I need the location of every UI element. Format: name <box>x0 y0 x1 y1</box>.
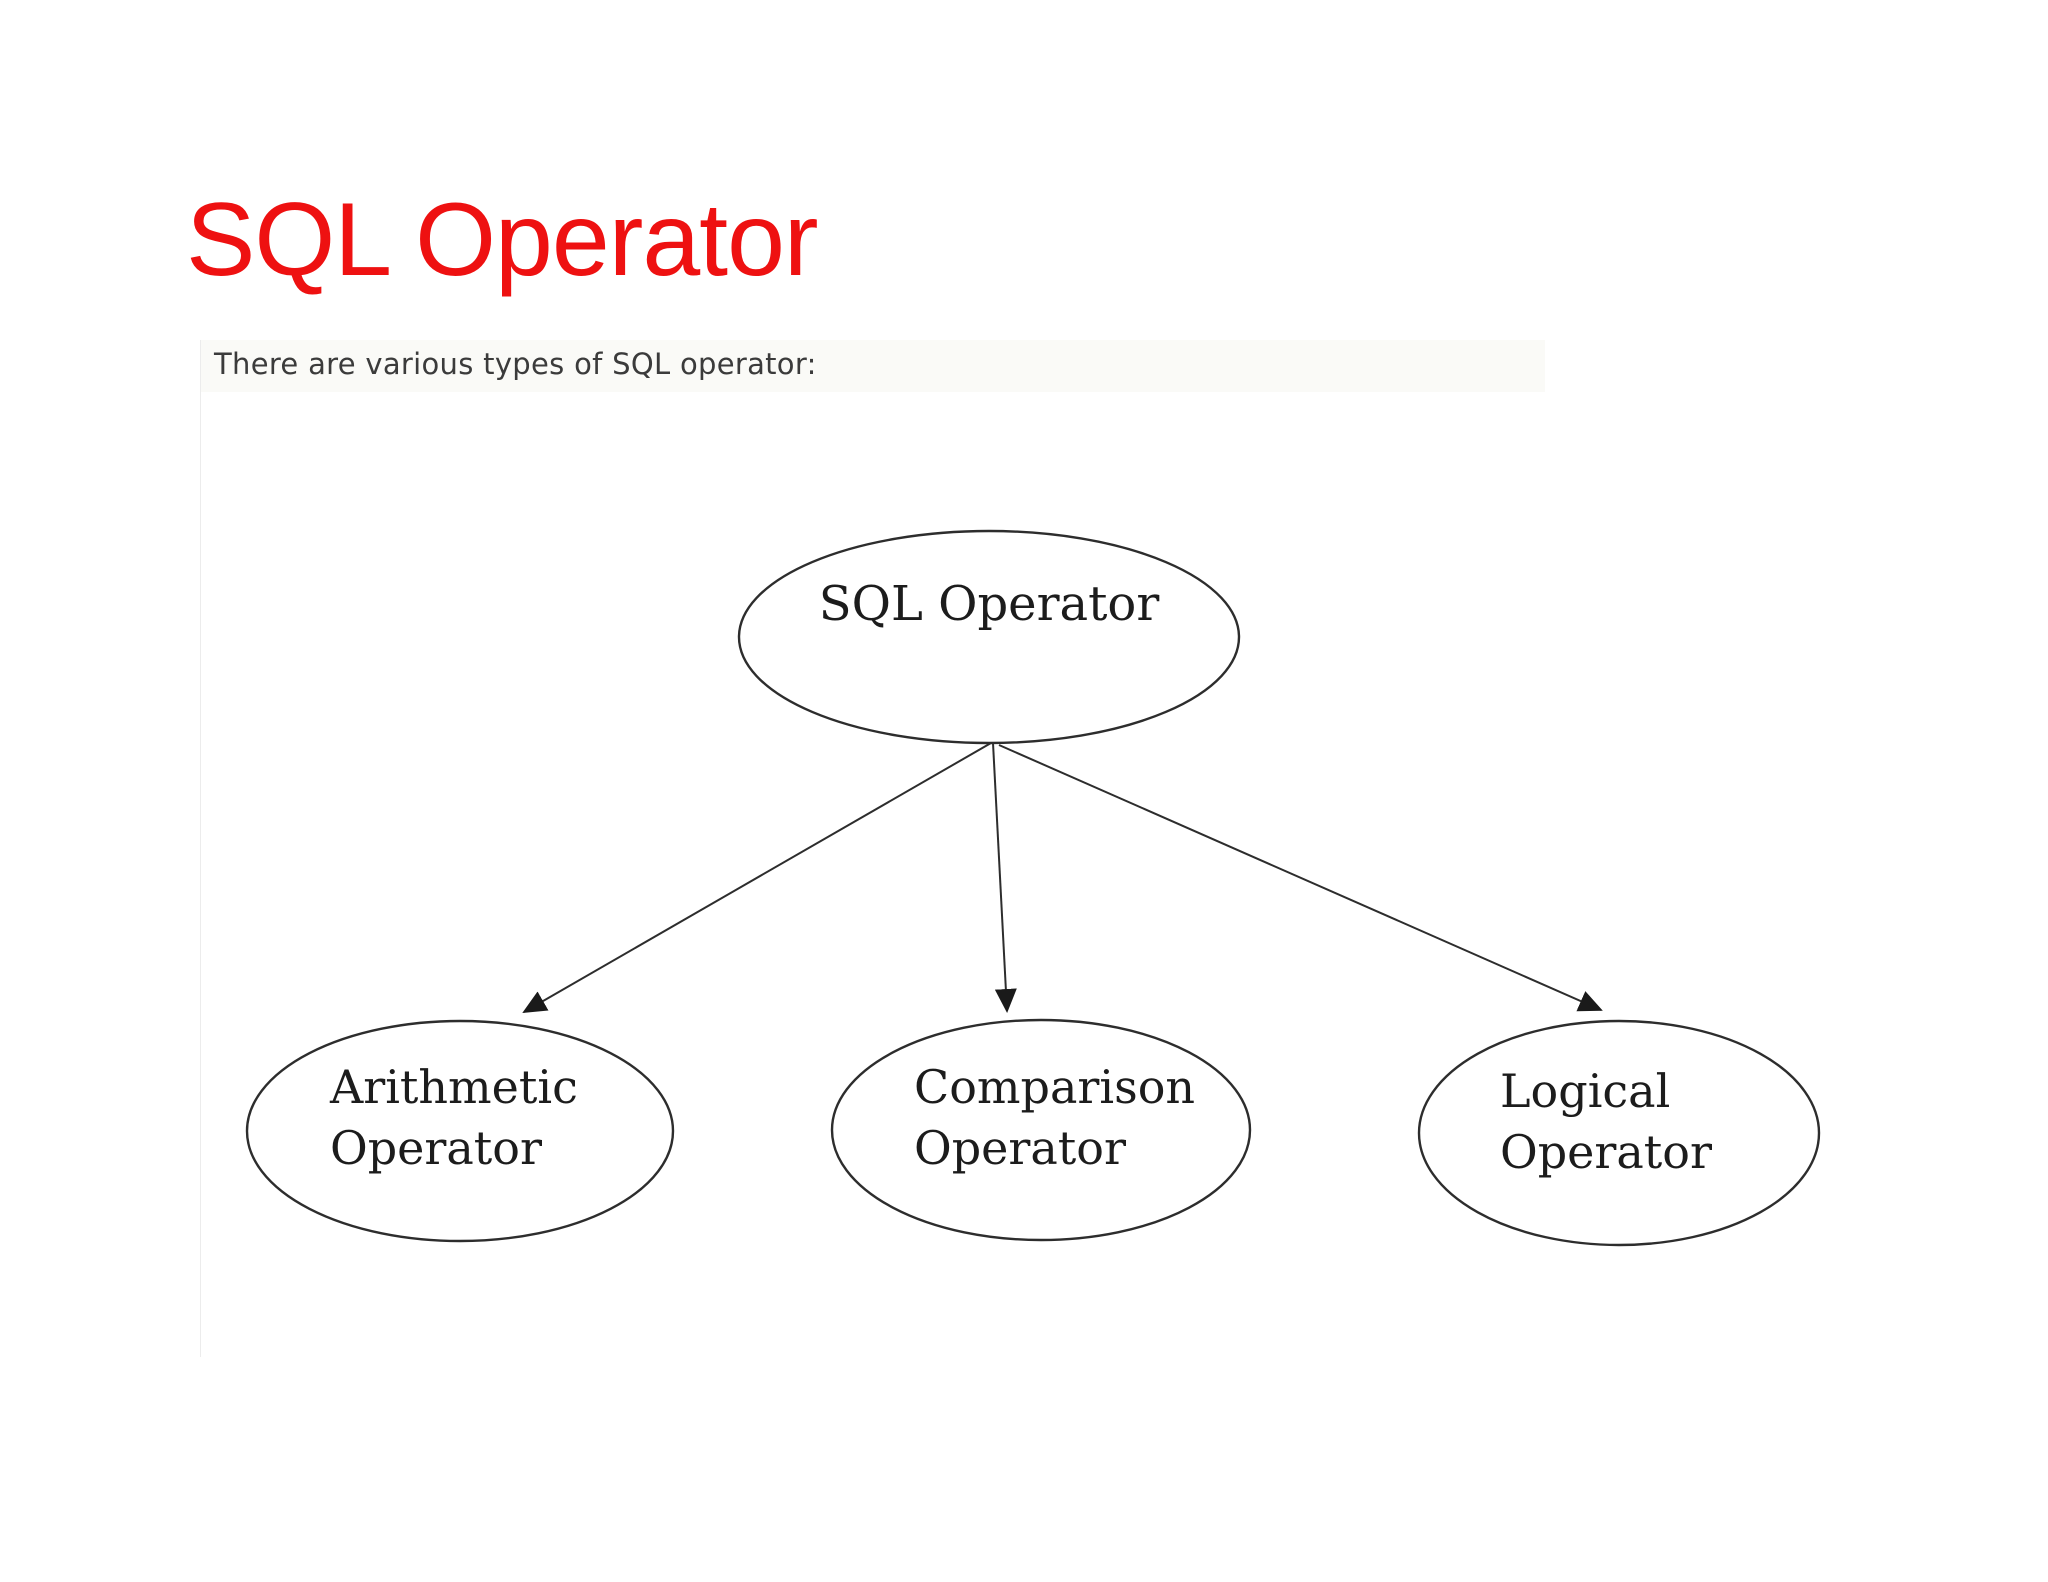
intro-text: There are various types of SQL operator: <box>214 347 817 381</box>
node-label-comparison: Comparison Operator <box>914 1060 1196 1175</box>
content-area-band <box>200 340 1545 392</box>
node-label-root: SQL Operator <box>818 576 1160 632</box>
node-ellipse-logical <box>1417 1019 1821 1247</box>
node-ellipse-arithmetic <box>245 1019 675 1243</box>
node-ellipse-comparison <box>830 1018 1252 1242</box>
content-area-left-border <box>200 340 201 1357</box>
node-label-arithmetic: Arithmetic Operator <box>330 1060 578 1175</box>
page-title: SQL Operator <box>186 182 819 298</box>
arrow-root-to-logical <box>998 744 1603 1012</box>
arrow-root-to-comparison <box>992 742 1017 1013</box>
arrow-root-to-arithmetic <box>522 742 992 1013</box>
node-label-logical: Logical Operator <box>1500 1064 1712 1179</box>
node-ellipse-root <box>737 529 1241 745</box>
